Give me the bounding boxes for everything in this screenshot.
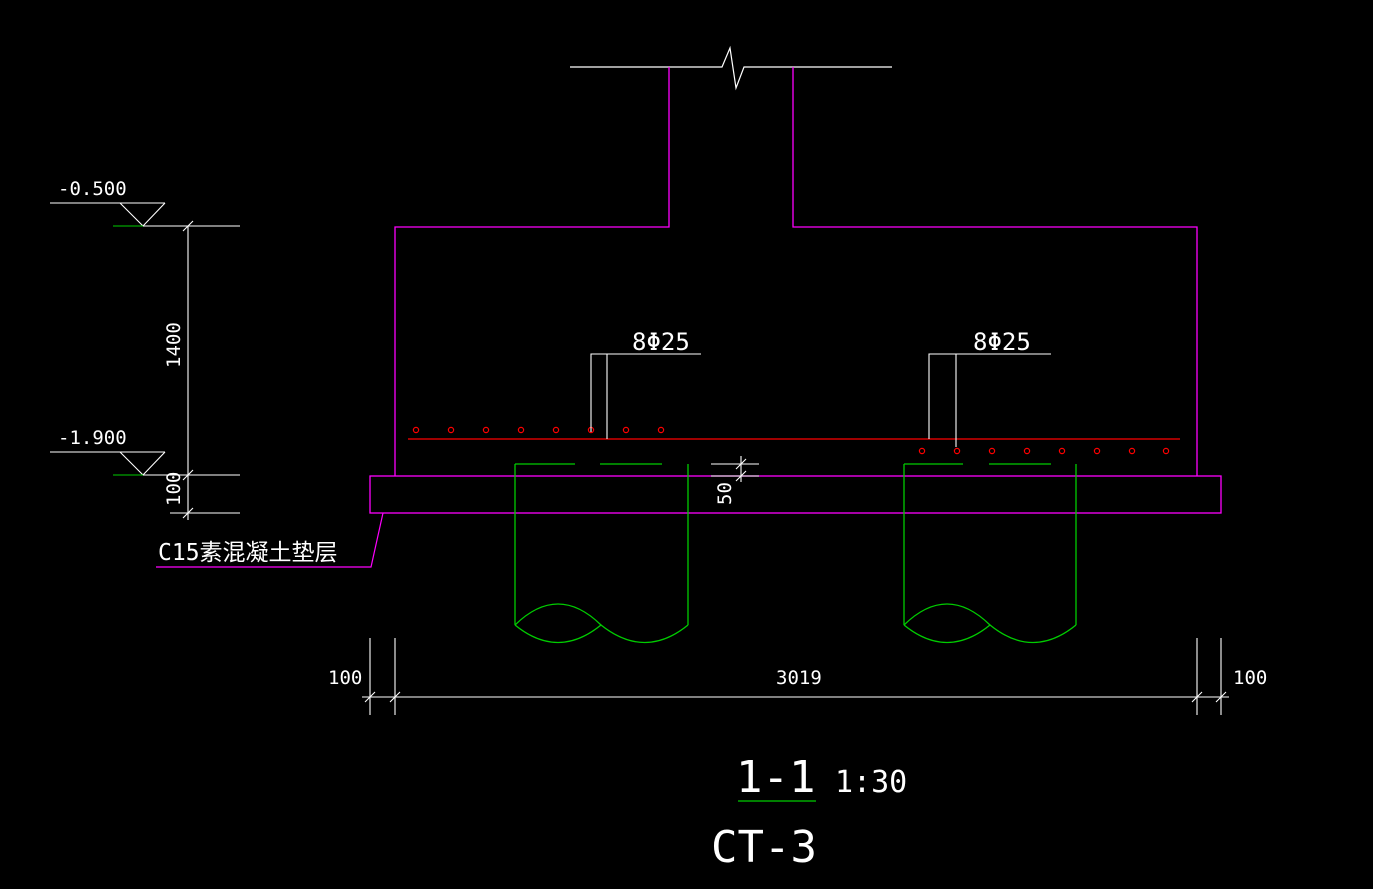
- rebar-dot-lower: [1093, 447, 1101, 455]
- rebar-label-left: 8Φ25: [632, 328, 690, 356]
- right-edge-value: 100: [1233, 667, 1267, 689]
- elevation-marker-top: [50, 202, 240, 227]
- vertical-dimension-chain: [170, 220, 240, 520]
- rebar-dot-upper: [657, 426, 665, 434]
- break-line: [570, 45, 892, 91]
- pile-cap-outline: [394, 67, 1198, 476]
- rebar-dot-lower: [1023, 447, 1031, 455]
- rebar-dot-lower: [988, 447, 996, 455]
- rebar-dot-lower: [1162, 447, 1170, 455]
- member-name: CT-3: [711, 822, 817, 873]
- left-edge-value: 100: [328, 667, 362, 689]
- pile-left: [514, 463, 689, 644]
- cushion-thickness-value: 100: [163, 472, 185, 506]
- rebar-leaders: [590, 353, 1051, 447]
- bar-spacing-dimension: [711, 456, 759, 482]
- rebar-dot-upper: [412, 426, 420, 434]
- horizontal-dimension-chain: [362, 638, 1229, 715]
- rebar-dot-upper: [447, 426, 455, 434]
- concrete-cushion: [369, 475, 1222, 514]
- section-name: 1-1: [736, 752, 815, 803]
- pile-right: [903, 463, 1077, 644]
- elevation-top-label: -0.500: [58, 178, 127, 200]
- rebar-dot-lower: [1128, 447, 1136, 455]
- section-scale: 1:30: [835, 765, 907, 800]
- rebar-dot-upper: [482, 426, 490, 434]
- elevation-bottom-label: -1.900: [58, 427, 127, 449]
- rebar-dot-lower: [953, 447, 961, 455]
- rebar-label-right: 8Φ25: [973, 328, 1031, 356]
- rebar-dot-lower: [918, 447, 926, 455]
- cap-height-value: 1400: [163, 322, 185, 368]
- bar-spacing-value: 50: [714, 482, 736, 505]
- rebar-dot-upper: [622, 426, 630, 434]
- cushion-label: C15素混凝土垫层: [158, 540, 338, 566]
- column-stub: [570, 45, 892, 91]
- cushion-leader: [156, 512, 384, 568]
- rebar-dot-upper: [552, 426, 560, 434]
- width-value: 3019: [776, 667, 822, 689]
- elevation-marker-bottom: [50, 451, 240, 476]
- rebar-dot-upper: [517, 426, 525, 434]
- rebar-dot-lower: [1058, 447, 1066, 455]
